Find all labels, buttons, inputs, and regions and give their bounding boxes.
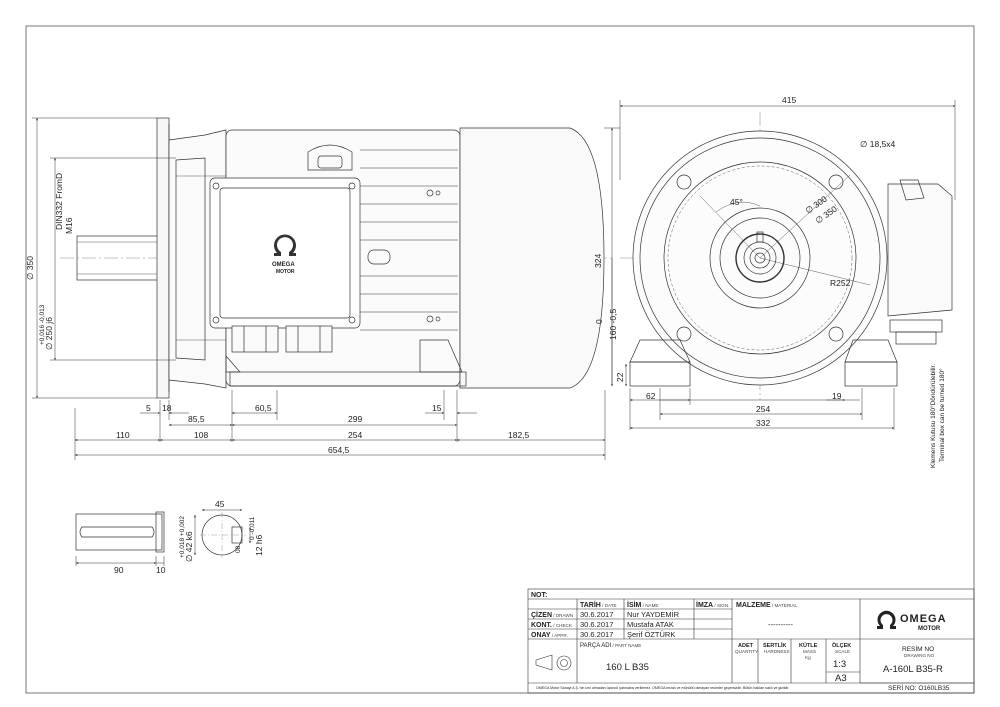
company-logo-brand: OMEGA (900, 613, 947, 625)
dim-r252: R252 (830, 278, 851, 288)
tb-mass-label: KÜTLE (799, 642, 818, 649)
tb-sign-header: İMZA / SIGN. (696, 601, 729, 609)
dim-332: 332 (756, 418, 770, 428)
tb-row-check-date: 30.6.2017 (580, 620, 613, 629)
dim-shaft-10: 10 (156, 565, 166, 575)
omega-company-logo-icon (877, 610, 896, 629)
tb-name-header: İSİM / NAME (627, 601, 659, 609)
dim-85-5: 85,5 (188, 414, 205, 424)
front-view-dimensions (619, 100, 956, 430)
dim-160: 160 -0,5 (608, 309, 618, 340)
tb-hardness-label-en: HARDNESS (764, 649, 790, 654)
tb-row-appr-role: ONAY / APPR. (531, 632, 568, 639)
front-view (620, 112, 953, 400)
dim-299: 299 (348, 414, 362, 424)
shaft-detail-text: 90 10 45 ∅ 42 k6 +0,018 +0,002 12 h6 0 -… (114, 499, 264, 575)
terminal-box-logo-brand: OMEGA (272, 262, 295, 268)
dim-15: 15 (432, 403, 442, 413)
dim-62: 62 (646, 391, 656, 401)
tb-row-appr-name: Şerif ÖZTÜRK (627, 630, 675, 639)
dim-254: 254 (348, 430, 362, 440)
tb-row-check-role: KONT. / CHECK (531, 622, 573, 629)
tb-qty-label: ADET (738, 643, 754, 649)
dim-110: 110 (116, 430, 130, 440)
tb-row-drawn-name: Nur YAYDEMİR (627, 610, 680, 619)
dim-shaft-08: 08 (235, 545, 242, 553)
tb-drawing-no-label: RESİM NO (902, 644, 934, 653)
dim-shaft-42-k6: ∅ 42 k6 (184, 531, 194, 562)
dim-415: 415 (782, 95, 796, 105)
dim-din332: DIN332 FromD (54, 173, 64, 230)
tb-mass-unit: Kg (805, 655, 811, 660)
company-logo-sub: MOTOR (918, 626, 941, 632)
dim-22: 22 (615, 372, 625, 382)
tb-material-header: MALZEME / MATERIAL (736, 602, 798, 609)
tb-footer-note: OMEGA Motor Sanayi A.Ş.'nin izni olmadan… (536, 686, 789, 690)
tb-material-value: ---------- (768, 620, 793, 629)
dim-250-tolerance: +0,016 -0,013 (39, 304, 46, 345)
tb-hardness-label: SERTLİK (763, 642, 787, 649)
tb-sheet-size: A3 (835, 673, 847, 684)
dim-shaft-12-h6: 12 h6 (254, 534, 264, 556)
dim-m16: M16 (64, 217, 74, 234)
tb-drawing-no: A-160L B35-R (883, 664, 943, 675)
dim-shaft-45: 45 (215, 499, 225, 509)
dim-254-front: 254 (756, 404, 770, 414)
tb-part-label: PARÇA ADI / PART NAME (580, 643, 641, 649)
tb-scale-value: 1:3 (833, 659, 846, 670)
tb-scale-label: ÖLÇEK (832, 642, 851, 649)
tb-row-drawn-date: 30.6.2017 (580, 610, 613, 619)
tb-qty-label-en: QUANTITY (735, 649, 758, 654)
dim-350-flange: ∅ 350 (25, 256, 35, 280)
side-view-dimensions (32, 117, 627, 460)
dim-shaft-90: 90 (114, 565, 124, 575)
dim-shaft-12-tolerance: 0 -0,011 (249, 516, 256, 540)
terminal-box-note-en: Terminal box can be turned 180° (938, 368, 946, 462)
side-view-dimension-text: ∅ 350 DIN332 FromD M16 ∅ 250 j6 +0,016 -… (25, 173, 625, 455)
tb-row-drawn-role: ÇİZEN / DRAWN (531, 611, 573, 619)
dim-654-5: 654,5 (328, 445, 350, 455)
dim-18: 18 (162, 403, 172, 413)
dim-108: 108 (194, 430, 208, 440)
title-block (527, 588, 975, 694)
dim-182-5: 182,5 (508, 430, 530, 440)
terminal-box-note-tr: Klemens Kutusu 180°Döndürülebilir. (929, 364, 937, 468)
dim-45-degree: 45° (730, 197, 743, 207)
dim-19: 19 (832, 391, 842, 401)
dim-18-5x4: ∅ 18,5x4 (860, 139, 896, 149)
dim-5: 5 (146, 403, 151, 413)
sheet-border (25, 25, 975, 694)
tb-part-name: 160 L B35 (606, 662, 649, 673)
tb-serial-no: SERİ NO: Ο160LB35 (888, 683, 950, 692)
tb-mass-label-en: MASS (803, 649, 816, 654)
dim-0: 0 (594, 319, 604, 324)
terminal-box-logo: OMEGA MOTOR (272, 234, 296, 275)
dim-324: 324 (593, 254, 603, 268)
tb-row-appr-date: 30.6.2017 (580, 630, 613, 639)
tb-row-check-name: Mustafa ATAK (627, 620, 674, 629)
dim-shaft-42-tolerance: +0,018 +0,002 (179, 516, 186, 558)
tb-scale-label-en: SCALE (835, 649, 850, 654)
tb-date-header: TARİH / DATE (580, 601, 617, 609)
dim-60-5: 60,5 (255, 403, 272, 413)
tb-not-label: NOT: (531, 592, 547, 599)
tb-drawing-no-label-en: DRAWING NO (904, 653, 935, 658)
omega-logo-icon (274, 234, 296, 256)
dim-250-j6: ∅ 250 j6 (44, 317, 54, 350)
shaft-detail (75, 509, 251, 566)
side-view (60, 117, 612, 399)
terminal-box-logo-sub: MOTOR (276, 269, 295, 275)
title-block-text: NOT: TARİH / DATE İSİM / NAME İMZA / SIG… (531, 592, 950, 692)
